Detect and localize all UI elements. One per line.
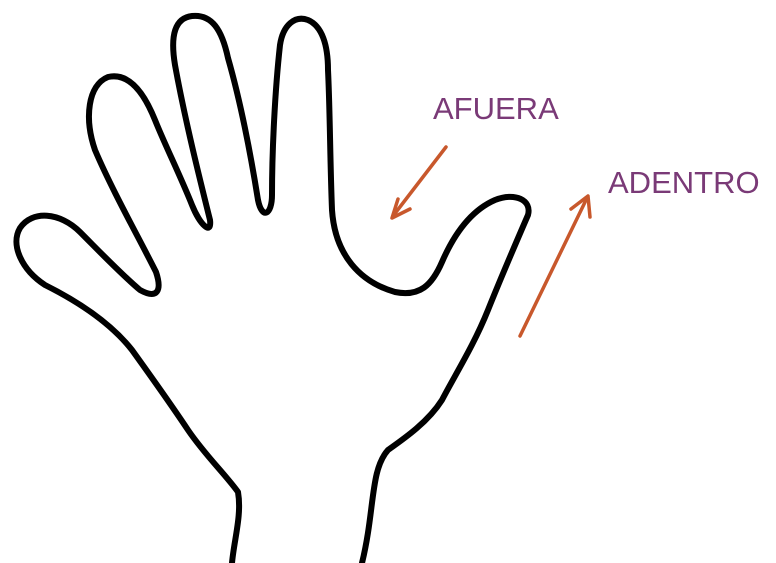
adentro-label: ADENTRO bbox=[608, 167, 760, 198]
afuera-arrow-icon bbox=[392, 147, 446, 218]
afuera-label: AFUERA bbox=[433, 93, 559, 124]
adentro-arrow-icon bbox=[520, 196, 590, 336]
